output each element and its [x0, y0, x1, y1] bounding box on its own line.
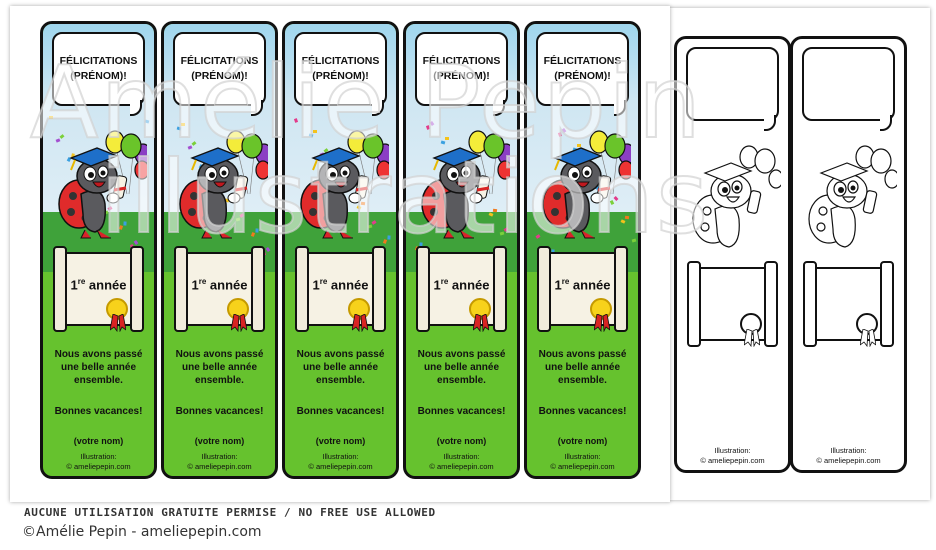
grade-label: 1re année	[554, 277, 611, 293]
bubble-tail	[880, 115, 892, 131]
speech-bubble: FÉLICITATIONS (PRÉNOM)!	[294, 32, 387, 106]
bookmark-color: FÉLICITATIONS (PRÉNOM)!	[161, 21, 278, 479]
diploma-scroll: 1re année	[172, 246, 267, 332]
confetti-piece	[445, 137, 449, 140]
graduation-cap-icon	[69, 147, 119, 167]
speech-bubble: FÉLICITATIONS (PRÉNOM)!	[173, 32, 266, 106]
speech-bubble: FÉLICITATIONS (PRÉNOM)!	[415, 32, 508, 106]
ribbon-icon	[744, 329, 760, 347]
bubble-title: FÉLICITATIONS	[180, 55, 259, 67]
grade-label: 1re année	[70, 277, 127, 293]
bubble-tail	[614, 100, 626, 116]
bookmark-coloring-page: Illustration: © ameliepepin.com	[674, 36, 791, 473]
usage-warning: AUCUNE UTILISATION GRATUITE PERMISE / NO…	[24, 506, 436, 519]
vacances-message: Bonnes vacances!	[538, 406, 627, 417]
ladybug-graduate-illustration	[58, 130, 147, 239]
ribbon-icon	[110, 314, 126, 332]
vacances-message: Bonnes vacances!	[54, 406, 143, 417]
bubble-tail	[251, 100, 263, 116]
signature-placeholder: (votre nom)	[436, 436, 487, 446]
grade-label: 1re année	[433, 277, 490, 293]
speech-bubble-blank	[802, 47, 895, 121]
diploma-scroll: 1re année	[293, 246, 388, 332]
bookmark-color: FÉLICITATIONS (PRÉNOM)!	[282, 21, 399, 479]
grade-label: 1re année	[312, 277, 369, 293]
bookmark-color: FÉLICITATIONS (PRÉNOM)!	[40, 21, 157, 479]
illustration-credit: Illustration: © ameliepepin.com	[66, 452, 131, 471]
bubble-name: (PRÉNOM)!	[191, 70, 248, 82]
speech-bubble: FÉLICITATIONS (PRÉNOM)!	[536, 32, 629, 106]
illustration-credit: Illustration: © ameliepepin.com	[429, 452, 494, 471]
vacances-message: Bonnes vacances!	[417, 406, 506, 417]
diploma-scroll: 1re année	[535, 246, 630, 332]
ribbon-icon	[473, 314, 489, 332]
copyright-notice: ©Amélie Pepin - ameliepepin.com	[22, 524, 262, 540]
message: Nous avons passé une belle année ensembl…	[538, 349, 627, 386]
vacances-message: Bonnes vacances!	[175, 406, 264, 417]
bubble-tail	[493, 100, 505, 116]
bubble-name: (PRÉNOM)!	[312, 70, 369, 82]
bookmark-color: FÉLICITATIONS (PRÉNOM)!	[524, 21, 641, 479]
vacances-message: Bonnes vacances!	[296, 406, 385, 417]
message: Nous avons passé une belle année ensembl…	[296, 349, 385, 386]
signature-placeholder: (votre nom)	[194, 436, 245, 446]
message: Nous avons passé une belle année ensembl…	[417, 349, 506, 386]
ladybug-graduate-outline	[808, 145, 897, 248]
message: Nous avons passé une belle année ensembl…	[175, 349, 264, 386]
ladybug-graduate-outline	[692, 145, 781, 248]
signature-placeholder: (votre nom)	[73, 436, 124, 446]
bubble-title: FÉLICITATIONS	[422, 55, 501, 67]
balloons-icon	[589, 130, 631, 195]
graduation-cap-icon	[311, 147, 361, 167]
bubble-tail	[372, 100, 384, 116]
bubble-tail	[764, 115, 776, 131]
bubble-title: FÉLICITATIONS	[301, 55, 380, 67]
bubble-name: (PRÉNOM)!	[433, 70, 490, 82]
illustration-credit: Illustration: © ameliepepin.com	[308, 452, 373, 471]
diploma-scroll-outline	[801, 261, 896, 347]
bubble-tail	[130, 100, 142, 116]
balloons-icon	[226, 130, 268, 195]
ladybug-graduate-illustration	[421, 130, 510, 239]
confetti-piece	[313, 130, 317, 133]
message: Nous avons passé une belle année ensembl…	[54, 349, 143, 386]
ladybug-graduate-illustration	[542, 130, 631, 239]
bookmark-coloring-page: Illustration: © ameliepepin.com	[790, 36, 907, 473]
illustration-credit: Illustration: © ameliepepin.com	[700, 446, 765, 465]
ladybug-graduate-illustration	[179, 130, 268, 239]
graduation-cap-icon	[190, 147, 240, 167]
balloons-icon	[105, 130, 147, 195]
diploma-scroll: 1re année	[414, 246, 509, 332]
confetti-piece	[49, 116, 53, 119]
illustration-credit: Illustration: © ameliepepin.com	[550, 452, 615, 471]
illustration-credit: Illustration: © ameliepepin.com	[187, 452, 252, 471]
ribbon-icon	[594, 314, 610, 332]
speech-bubble-blank	[686, 47, 779, 121]
ribbon-icon	[231, 314, 247, 332]
illustration-credit: Illustration: © ameliepepin.com	[816, 446, 881, 465]
graduation-cap-icon	[432, 147, 482, 167]
balloons-icon	[347, 130, 389, 195]
bubble-title: FÉLICITATIONS	[543, 55, 622, 67]
bubble-title: FÉLICITATIONS	[59, 55, 138, 67]
speech-bubble: FÉLICITATIONS (PRÉNOM)!	[52, 32, 145, 106]
bookmark-color: FÉLICITATIONS (PRÉNOM)!	[403, 21, 520, 479]
ribbon-icon	[860, 329, 876, 347]
confetti-piece	[181, 123, 185, 126]
signature-placeholder: (votre nom)	[315, 436, 366, 446]
confetti-piece	[577, 144, 581, 147]
bubble-name: (PRÉNOM)!	[70, 70, 127, 82]
graduation-cap-icon	[553, 147, 603, 167]
bubble-name: (PRÉNOM)!	[554, 70, 611, 82]
ribbon-icon	[352, 314, 368, 332]
diploma-scroll: 1re année	[51, 246, 146, 332]
balloons-icon	[468, 130, 510, 195]
ladybug-graduate-illustration	[300, 130, 389, 239]
grade-label: 1re année	[191, 277, 248, 293]
signature-placeholder: (votre nom)	[557, 436, 608, 446]
diploma-scroll-outline	[685, 261, 780, 347]
